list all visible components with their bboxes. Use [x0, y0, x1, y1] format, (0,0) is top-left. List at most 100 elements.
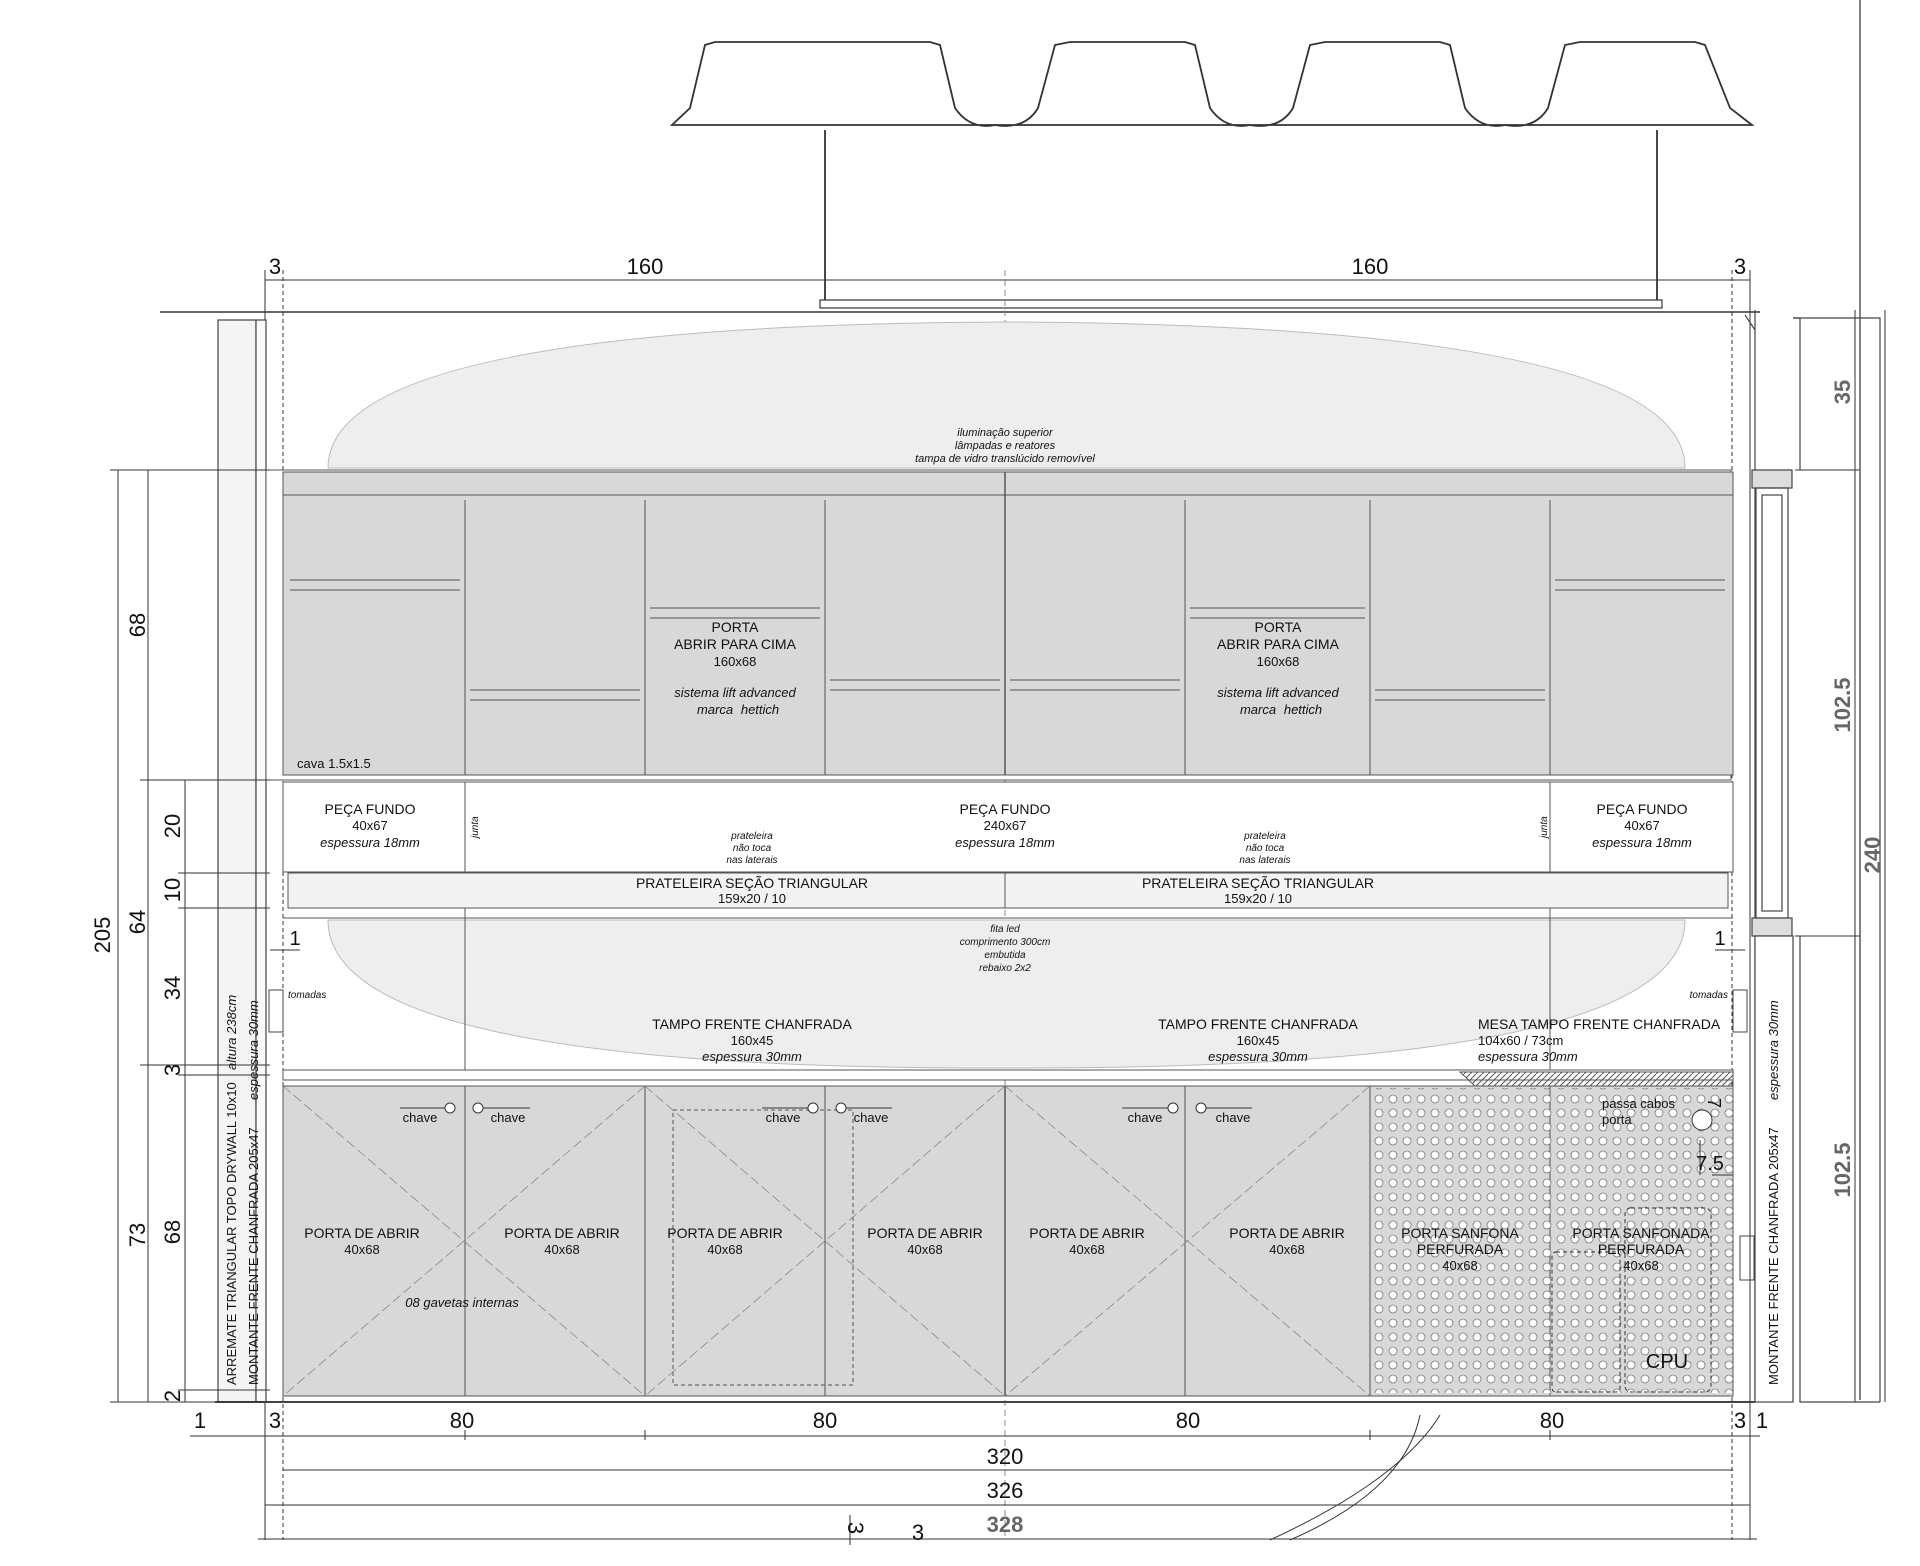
dim-left-2: 2	[160, 1390, 185, 1402]
led-note-2: comprimento 300cm	[960, 937, 1051, 948]
sanfona-1a: PORTA SANFONA	[1401, 1225, 1519, 1241]
prateleira-note-left-1: prateleira	[730, 831, 773, 842]
upper-porta-right-1: PORTA	[1255, 619, 1303, 635]
dim-left-205: 205	[90, 917, 115, 954]
porta-abrir-5b: 40x68	[1069, 1242, 1104, 1257]
prateleira-note-right-2: não toca	[1246, 843, 1285, 854]
shelf-left-1: PRATELEIRA SEÇÃO TRIANGULAR	[636, 875, 868, 891]
cava-label: cava 1.5x1.5	[297, 756, 371, 771]
sanfona-2b: PERFURADA	[1598, 1241, 1685, 1257]
sanfona-1c: 40x68	[1442, 1258, 1477, 1273]
dim-bottom-3-rotated: 3	[843, 1522, 868, 1534]
prateleira-note-left-2: não toca	[733, 843, 772, 854]
peca-fundo-right-1: PEÇA FUNDO	[1596, 801, 1687, 817]
dim-1-left-led: 1	[289, 928, 300, 950]
prateleira-note-left-3: nas laterais	[726, 855, 777, 866]
upper-porta-right-3: 160x68	[1257, 654, 1300, 669]
dim-bottom-328: 328	[987, 1512, 1024, 1537]
dim-left-68-top: 68	[125, 613, 150, 637]
porta-abrir-4a: PORTA DE ABRIR	[867, 1225, 982, 1241]
dim-bottom-1-right: 1	[1756, 1408, 1768, 1433]
dim-bottom-3-right: 3	[1734, 1408, 1746, 1433]
montante-right-label: MONTANTE FRENTE CHANFRADA 205x47	[1766, 1127, 1781, 1385]
chave-1: chave	[403, 1110, 438, 1125]
tomadas-left: tomadas	[288, 990, 326, 1001]
porta-abrir-2b: 40x68	[544, 1242, 579, 1257]
dim-1-right-led: 1	[1714, 928, 1725, 950]
dim-bottom-80-3: 80	[1176, 1408, 1200, 1433]
dim-left-34: 34	[160, 976, 185, 1000]
dim-left-10: 10	[160, 878, 185, 902]
tampo-left-3: espessura 30mm	[702, 1049, 802, 1064]
led-lighting-shape	[327, 919, 1686, 1069]
tomadas-box-right-low	[1739, 1235, 1755, 1281]
upper-lift-left-2: marca	[697, 702, 733, 717]
upper-lift-right-2: marca	[1240, 702, 1276, 717]
sanfona-1b: PERFURADA	[1417, 1241, 1504, 1257]
chave-4: chave	[854, 1110, 889, 1125]
tampo-right-1: TAMPO FRENTE CHANFRADA	[1158, 1016, 1358, 1032]
upper-porta-left-3: 160x68	[714, 654, 757, 669]
led-note-4: rebaixo 2x2	[979, 963, 1031, 974]
tomadas-right: tomadas	[1690, 990, 1728, 1001]
mesa-2: 104x60 / 73cm	[1478, 1033, 1563, 1048]
porta-abrir-labels: PORTA DE ABRIR 40x68 PORTA DE ABRIR 40x6…	[304, 1225, 1344, 1257]
led-note-1: fita led	[990, 924, 1020, 935]
upper-lighting-shape	[327, 321, 1686, 469]
dim-left-73: 73	[125, 1223, 150, 1247]
montante-right-italic: espessura 30mm	[1766, 1000, 1781, 1100]
dim-top-160-right: 160	[1352, 254, 1389, 279]
dim-bottom-80-2: 80	[813, 1408, 837, 1433]
peca-fundo-right-2: 40x67	[1624, 818, 1659, 833]
dim-bottom-1-left: 1	[194, 1408, 206, 1433]
peca-fundo-center-1: PEÇA FUNDO	[959, 801, 1050, 817]
peca-fundo-center-3: espessura 18mm	[955, 835, 1055, 850]
dim-bottom-3-left: 3	[269, 1408, 281, 1433]
upper-lift-left-1: sistema lift advanced	[674, 685, 796, 700]
sanfona-2c: 40x68	[1623, 1258, 1658, 1273]
dim-right-240: 240	[1860, 837, 1885, 874]
tampo-left-2: 160x45	[731, 1033, 774, 1048]
prateleira-note-right-3: nas laterais	[1239, 855, 1290, 866]
porta-abrir-1b: 40x68	[344, 1242, 379, 1257]
lower-cabinets	[282, 1085, 1734, 1397]
peca-fundo-left-1: PEÇA FUNDO	[324, 801, 415, 817]
right-dimension-lines	[1795, 310, 1886, 1402]
dim-bottom-320: 320	[987, 1444, 1024, 1469]
peca-fundo-left-2: 40x67	[352, 818, 387, 833]
tomadas-box-right	[1732, 989, 1748, 1033]
tampo-right-3: espessura 30mm	[1208, 1049, 1308, 1064]
porta-abrir-3a: PORTA DE ABRIR	[667, 1225, 782, 1241]
left-dimension-lines	[110, 469, 270, 1403]
peca-fundo-left-3: espessura 18mm	[320, 835, 420, 850]
dim-bottom-80-1: 80	[450, 1408, 474, 1433]
upper-lift-right-3: hettich	[1284, 702, 1322, 717]
mesa-3: espessura 30mm	[1478, 1049, 1578, 1064]
passa-cabos-2: porta	[1602, 1112, 1632, 1127]
porta-abrir-1a: PORTA DE ABRIR	[304, 1225, 419, 1241]
passa-cabos-1: passa cabos	[1602, 1096, 1675, 1111]
porta-abrir-6a: PORTA DE ABRIR	[1229, 1225, 1344, 1241]
dim-bottom-326: 326	[987, 1478, 1024, 1503]
arremate-label: ARREMATE TRIANGULAR TOPO DRYWALL 10x10	[224, 1082, 239, 1385]
gavetas-note: 08 gavetas internas	[405, 1295, 519, 1310]
dim-top-160-left: 160	[627, 254, 664, 279]
chave-3: chave	[766, 1110, 801, 1125]
dim-7-5: 7.5	[1696, 1153, 1724, 1175]
porta-abrir-3b: 40x68	[707, 1242, 742, 1257]
porta-abrir-2a: PORTA DE ABRIR	[504, 1225, 619, 1241]
prateleira-note-right-1: prateleira	[1243, 831, 1286, 842]
junta-right: junta	[1539, 816, 1550, 840]
dim-left-20: 20	[160, 814, 185, 838]
upper-porta-left-2: ABRIR PARA CIMA	[674, 636, 797, 652]
dim-left-68-bottom: 68	[160, 1220, 185, 1244]
porta-abrir-6b: 40x68	[1269, 1242, 1304, 1257]
upper-porta-left-1: PORTA	[712, 619, 760, 635]
dim-top-3-right: 3	[1734, 254, 1746, 279]
right-side-members	[1744, 310, 1881, 1403]
lighting-note-1: iluminação superior	[957, 427, 1054, 439]
dim-right-102-5-bottom: 102.5	[1830, 1142, 1855, 1197]
cpu-label: CPU	[1646, 1351, 1688, 1373]
dim-left-64: 64	[125, 910, 150, 934]
key-marks	[400, 1102, 1252, 1114]
